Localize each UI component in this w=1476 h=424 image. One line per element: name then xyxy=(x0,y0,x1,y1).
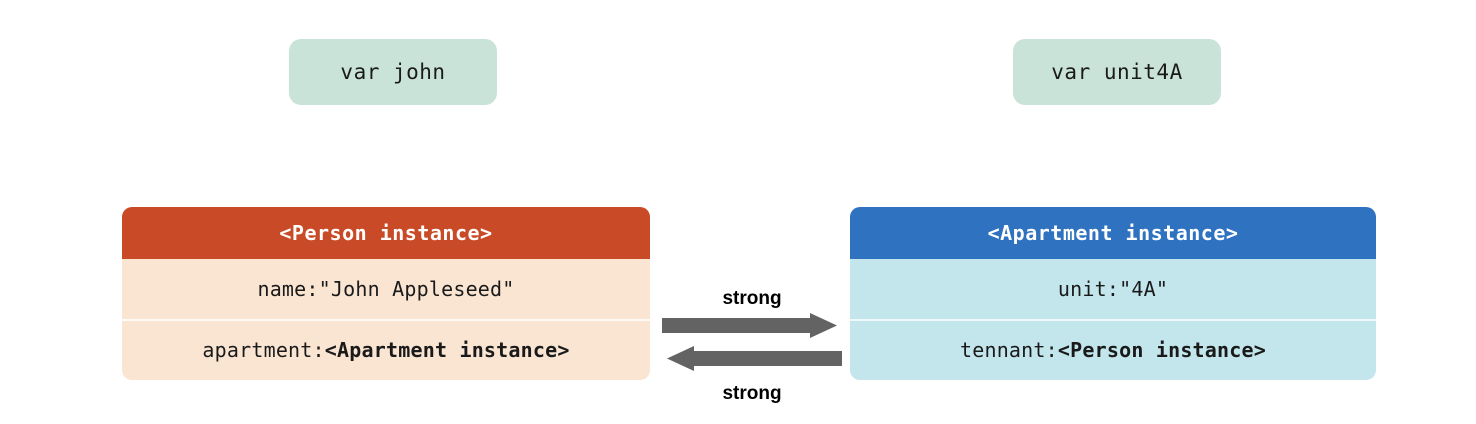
apartment-row-tennant-value: <Person instance> xyxy=(1057,338,1267,363)
arrow-label-strong-bottom: strong xyxy=(722,383,782,404)
apartment-row-unit-label: unit: xyxy=(1057,276,1120,301)
apartment-instance-card: <Apartment instance> unit: "4A" tennant:… xyxy=(850,207,1376,380)
apartment-instance-header: <Apartment instance> xyxy=(850,207,1376,259)
reference-arrows: strong strong xyxy=(662,283,842,415)
person-row-name: name: "John Appleseed" xyxy=(122,259,650,319)
apartment-instance-body: unit: "4A" tennant: <Person instance> xyxy=(850,259,1376,380)
arrow-person-to-apartment-icon xyxy=(662,313,837,338)
variable-label-unit4a: var unit4A xyxy=(1051,60,1183,84)
variable-pill-unit4a: var unit4A xyxy=(1013,39,1221,105)
apartment-row-tennant: tennant: <Person instance> xyxy=(850,318,1376,381)
arrow-label-strong-top: strong xyxy=(722,288,782,309)
apartment-row-tennant-label: tennant: xyxy=(959,338,1058,363)
person-instance-body: name: "John Appleseed" apartment: <Apart… xyxy=(122,259,650,380)
variable-label-john: var john xyxy=(340,60,446,84)
person-instance-card: <Person instance> name: "John Appleseed"… xyxy=(122,207,650,380)
variable-pill-john: var john xyxy=(289,39,497,105)
person-instance-header: <Person instance> xyxy=(122,207,650,259)
person-row-apartment-value: <Apartment instance> xyxy=(324,338,570,363)
person-row-name-value: "John Appleseed" xyxy=(318,276,515,301)
person-row-apartment: apartment: <Apartment instance> xyxy=(122,318,650,381)
arrow-pair-svg xyxy=(662,313,842,371)
person-row-name-label: name: xyxy=(257,276,319,301)
arrow-apartment-to-person-icon xyxy=(667,346,842,371)
apartment-row-unit: unit: "4A" xyxy=(850,259,1376,319)
person-row-apartment-label: apartment: xyxy=(202,338,325,363)
apartment-row-unit-value: "4A" xyxy=(1119,276,1169,301)
